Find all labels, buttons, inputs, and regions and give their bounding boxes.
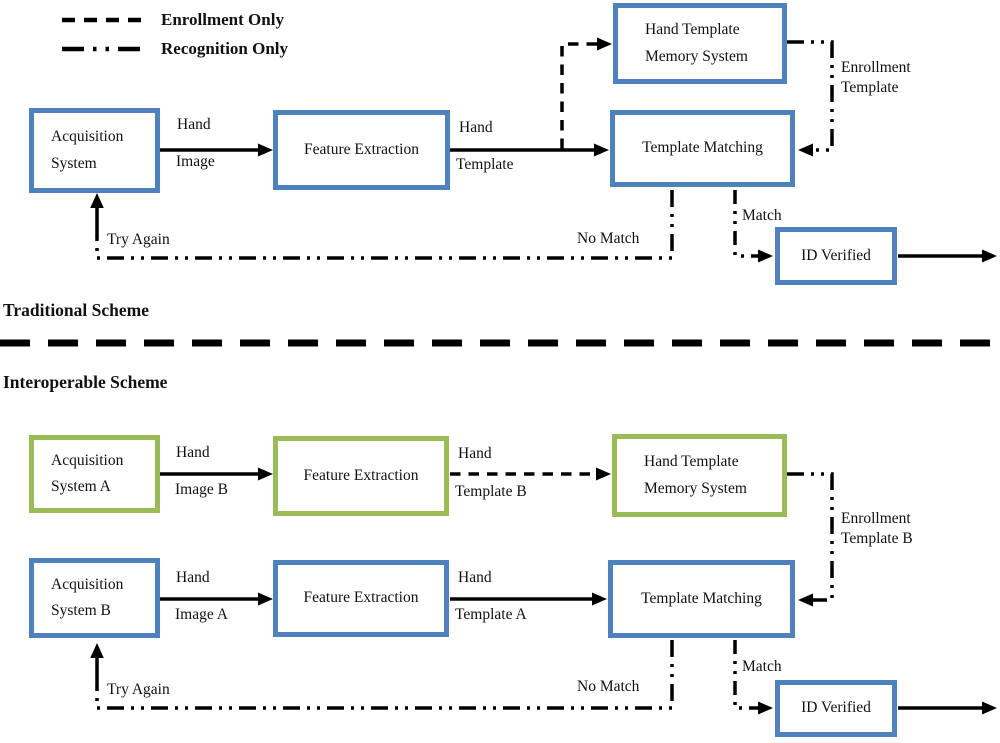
label-no-match: No Match <box>577 230 640 247</box>
arrowhead-idverified-b-out <box>982 701 997 715</box>
node-label: Acquisition System <box>51 128 124 172</box>
label-hand-image-a-line1: Hand <box>176 569 210 586</box>
label-match: Match <box>742 207 782 224</box>
node-feature-extraction-b: Feature Extraction <box>273 560 449 637</box>
label-hand-image-line2: Image <box>176 153 215 170</box>
interoperable-scheme-title: Interoperable Scheme <box>3 372 168 392</box>
node-label: ID Verified <box>801 246 871 264</box>
label-enrollment-template-line1: Enrollment <box>841 59 911 76</box>
arrowhead-feature-a <box>258 467 273 481</box>
arrowhead-matching <box>594 143 609 157</box>
node-id-verified: ID Verified <box>775 227 897 285</box>
label-hand-template-a-line1: Hand <box>458 569 492 586</box>
label-enrollment-template-b-line2: Template B <box>841 530 913 547</box>
node-label: Acquisition System A <box>51 451 124 495</box>
label-hand-image-b-line1: Hand <box>176 444 210 461</box>
label-hand-template-line2: Template <box>456 156 514 173</box>
node-hand-template-memory: Hand Template Memory System <box>613 3 787 84</box>
label-hand-image-a-line2: Image A <box>175 606 228 623</box>
arrowhead-enrollment-b-into-matching <box>798 593 813 607</box>
node-acquisition-system-b: Acquisition System B <box>29 558 160 638</box>
label-match-b: Match <box>742 658 782 675</box>
label-enrollment-template-line2: Template <box>841 79 899 96</box>
label-try-again: Try Again <box>107 231 170 248</box>
legend-enrollment-label: Enrollment Only <box>161 10 284 29</box>
label-no-match-b: No Match <box>577 678 640 695</box>
node-acquisition-system-a: Acquisition System A <box>29 435 160 513</box>
node-label: Template Matching <box>641 589 762 607</box>
arrowhead-memory-b <box>596 467 611 481</box>
node-template-matching: Template Matching <box>610 110 795 187</box>
node-label: Hand Template Memory System <box>645 21 748 65</box>
arrowhead-feature <box>258 143 273 157</box>
label-hand-template-b-line2: Template B <box>455 483 527 500</box>
connector-no-match-b-loop <box>97 640 672 708</box>
node-hand-template-memory-b: Hand Template Memory System <box>612 434 787 517</box>
label-enrollment-template-b-line1: Enrollment <box>841 510 911 527</box>
arrowhead-memory <box>597 37 612 51</box>
node-label: ID Verified <box>801 699 871 717</box>
traditional-scheme-title: Traditional Scheme <box>3 300 149 320</box>
arrowhead-idverified-out <box>982 249 997 263</box>
node-label: Acquisition System B <box>51 575 124 619</box>
node-template-matching-b: Template Matching <box>608 560 795 638</box>
node-label: Feature Extraction <box>304 140 419 158</box>
arrowhead-match-into-idverified <box>758 249 773 263</box>
node-acquisition-system: Acquisition System <box>29 108 160 193</box>
label-hand-template-line1: Hand <box>459 119 493 136</box>
arrowhead-try-again-up <box>90 193 104 208</box>
node-feature-extraction-a: Feature Extraction <box>273 436 449 516</box>
label-try-again-b: Try Again <box>107 681 170 698</box>
node-label: Feature Extraction <box>303 466 419 484</box>
node-label: Feature Extraction <box>303 589 419 607</box>
label-hand-template-b-line1: Hand <box>458 445 492 462</box>
label-hand-template-a-line2: Template A <box>455 606 527 623</box>
legend-recognition-label: Recognition Only <box>161 39 289 58</box>
label-hand-image-b-line2: Image B <box>175 481 228 498</box>
node-label: Template Matching <box>642 139 763 157</box>
arrowhead-enrollment-into-matching <box>798 143 813 157</box>
connector-enrollment-branch-dashed <box>562 44 597 149</box>
node-label: Hand Template Memory System <box>644 453 747 497</box>
node-id-verified-b: ID Verified <box>775 680 897 737</box>
arrowhead-try-again-b-up <box>90 643 104 658</box>
node-feature-extraction: Feature Extraction <box>273 110 450 190</box>
label-hand-image-line1: Hand <box>177 116 211 133</box>
arrowhead-matching-b <box>592 592 607 606</box>
arrowhead-match-b-into-idverified <box>758 701 773 715</box>
arrowhead-feature-b <box>258 592 273 606</box>
